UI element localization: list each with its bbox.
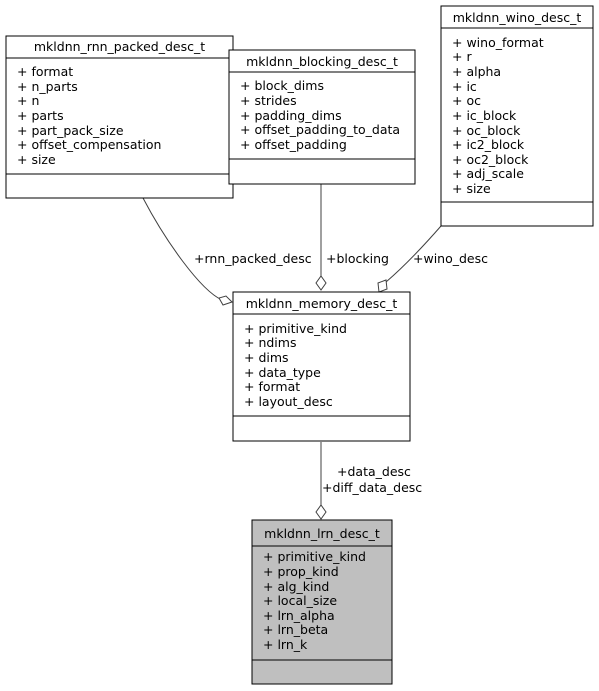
class-title-blocking-desc: mkldnn_blocking_desc_t bbox=[246, 54, 398, 69]
attribute: + block_dims bbox=[240, 78, 324, 93]
attribute: + oc bbox=[452, 93, 481, 108]
aggregation-diamond-data-desc bbox=[315, 504, 327, 520]
attribute: + offset_padding_to_data bbox=[240, 122, 400, 137]
edge-rnn-packed bbox=[142, 197, 223, 301]
attribute: + oc2_block bbox=[452, 152, 529, 167]
attribute: + format bbox=[17, 64, 73, 79]
attribute: + parts bbox=[17, 108, 64, 123]
class-title-rnn-packed-desc: mkldnn_rnn_packed_desc_t bbox=[34, 39, 205, 54]
attribute: + ic_block bbox=[452, 108, 517, 123]
attribute: + lrn_k bbox=[263, 637, 308, 652]
edge-label-wino: +wino_desc bbox=[413, 251, 488, 266]
attribute: + ndims bbox=[244, 335, 296, 350]
attribute: + size bbox=[452, 181, 491, 196]
attribute: + wino_format bbox=[452, 35, 544, 50]
edge-label-diff-data-desc: +diff_data_desc bbox=[322, 480, 422, 495]
attribute: + dims bbox=[244, 350, 289, 365]
attribute: + primitive_kind bbox=[244, 321, 347, 336]
class-box-rnn-packed-desc: mkldnn_rnn_packed_desc_t + format + n_pa… bbox=[5, 35, 234, 199]
attribute: + n_parts bbox=[17, 79, 78, 94]
attribute: + strides bbox=[240, 93, 297, 108]
attribute: + r bbox=[452, 49, 472, 64]
attribute: + data_type bbox=[244, 365, 321, 380]
class-title-wino-desc: mkldnn_wino_desc_t bbox=[453, 10, 582, 25]
class-title-lrn-desc: mkldnn_lrn_desc_t bbox=[264, 526, 380, 541]
class-box-lrn-desc: mkldnn_lrn_desc_t + primitive_kind + pro… bbox=[251, 519, 393, 685]
attribute: + lrn_alpha bbox=[263, 608, 335, 623]
aggregation-diamond-rnn-packed bbox=[218, 295, 233, 306]
attribute: + prop_kind bbox=[263, 564, 339, 579]
attribute: + primitive_kind bbox=[263, 549, 366, 564]
class-box-memory-desc: mkldnn_memory_desc_t + primitive_kind + … bbox=[232, 291, 411, 442]
edge-label-blocking: +blocking bbox=[326, 251, 389, 266]
attribute: + offset_padding bbox=[240, 137, 347, 152]
attribute: + local_size bbox=[263, 593, 337, 608]
edge-label-data-desc: +data_desc bbox=[337, 464, 411, 479]
edge-wino bbox=[385, 225, 442, 283]
attribute: + adj_scale bbox=[452, 166, 524, 181]
attribute: + layout_desc bbox=[244, 394, 333, 409]
attribute: + padding_dims bbox=[240, 108, 342, 123]
attribute: + format bbox=[244, 379, 300, 394]
attribute: + part_pack_size bbox=[17, 123, 124, 138]
class-title-memory-desc: mkldnn_memory_desc_t bbox=[246, 296, 398, 311]
aggregation-diamond-blocking bbox=[315, 275, 327, 291]
aggregation-diamond-wino bbox=[377, 279, 388, 293]
attribute: + offset_compensation bbox=[17, 137, 161, 152]
edge-label-rnn-packed: +rnn_packed_desc bbox=[194, 251, 312, 266]
attribute: + lrn_beta bbox=[263, 622, 328, 637]
attribute: + n bbox=[17, 93, 39, 108]
class-box-wino-desc: mkldnn_wino_desc_t + wino_format + r + a… bbox=[440, 5, 594, 227]
attribute: + oc_block bbox=[452, 123, 521, 138]
attribute: + alpha bbox=[452, 64, 501, 79]
attribute: + alg_kind bbox=[263, 579, 329, 594]
attribute: + ic2_block bbox=[452, 137, 525, 152]
attribute: + size bbox=[17, 152, 56, 167]
attribute: + ic bbox=[452, 79, 477, 94]
class-box-blocking-desc: mkldnn_blocking_desc_t + block_dims + st… bbox=[228, 49, 416, 185]
